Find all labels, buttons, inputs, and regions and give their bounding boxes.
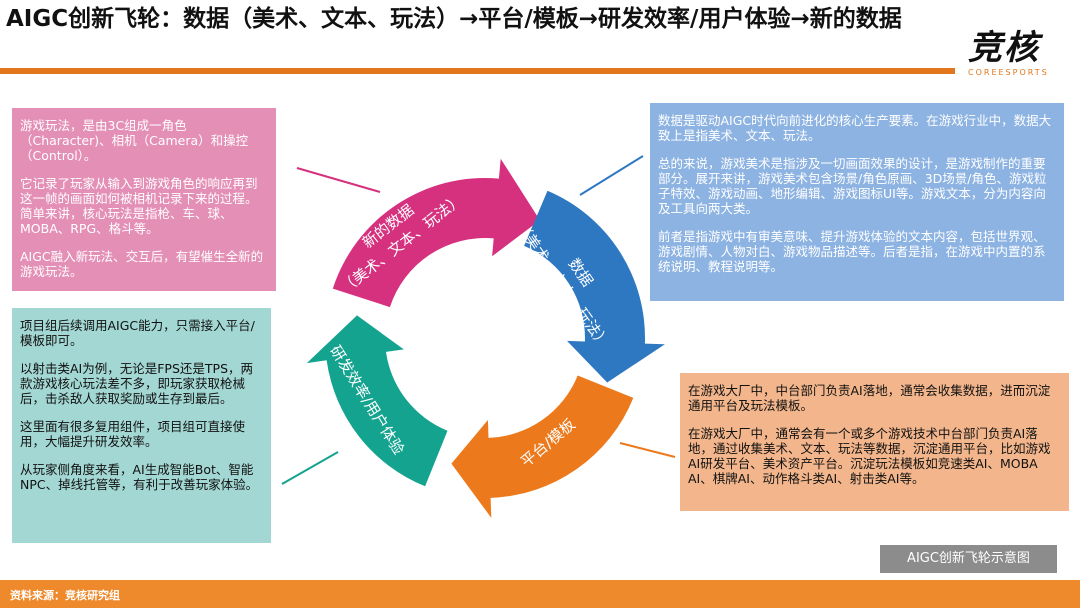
source-note: 资料来源：竞核研究组 (10, 589, 120, 602)
box-paragraph: AIGC融入新玩法、交互后，有望催生全新的游戏玩法。 (20, 249, 264, 279)
data-info-box: 数据是驱动AIGC时代向前进化的核心生产要素。在游戏行业中，数据大致上是指美术、… (650, 103, 1064, 301)
efficiency-cycle-arrow (306, 315, 448, 487)
platform-info-box: 在游戏大厂中，中台部门负责AI落地，通常会收集数据，进而沉淀通用平台及玩法模板。… (680, 373, 1069, 511)
logo-subtext: COREESPORTS (968, 68, 1049, 77)
box-paragraph: 这里面有很多复用组件，项目组可直接使用，大幅提升研发效率。 (20, 419, 246, 449)
pointer-arrow-pink (296, 167, 381, 193)
footer-bar: 资料来源：竞核研究组 (0, 580, 1080, 608)
title-underline (0, 68, 955, 74)
box-paragraph: 数据是驱动AIGC时代向前进化的核心生产要素。在游戏行业中，数据大致上是指美术、… (658, 113, 1052, 143)
pointer-arrow-blue (579, 155, 644, 196)
efficiency-info-box: 项目组后续调用AIGC能力，只需接入平台/模板即可。 以射击类AI为例，无论是F… (12, 308, 271, 543)
pointer-arrow-orange (619, 442, 676, 458)
box-paragraph: 在游戏大厂中，通常会有一个或多个游戏技术中台部门负责AI落地，通过收集美术、文本… (688, 426, 1051, 486)
box-paragraph: 游戏玩法，是由3C组成一角色（Character)、相机（Camera）和操控（… (20, 118, 249, 163)
new-data-cycle-arrow (332, 158, 540, 308)
box-paragraph: 总的来说，游戏美术是指涉及一切画面效果的设计，是游戏制作的重要部分。展开来讲，游… (658, 156, 1047, 216)
box-paragraph: 在游戏大厂中，中台部门负责AI落地，通常会收集数据，进而沉淀通用平台及玩法模板。 (688, 383, 1051, 413)
box-paragraph: 它记录了玩家从输入到游戏角色的响应再到这一帧的画面如何被相机记录下来的过程。简单… (20, 176, 258, 236)
gameplay-info-box: 游戏玩法，是由3C组成一角色（Character)、相机（Camera）和操控（… (12, 108, 276, 291)
page-title: AIGC创新飞轮：数据（美术、文本、玩法）→平台/模板→研发效率/用户体验→新的… (6, 6, 902, 32)
box-paragraph: 前者是指游戏中有审美意味、提升游戏体验的文本内容，包括世界观、游戏剧情、人物对白… (658, 229, 1046, 274)
diagram-caption: AIGC创新飞轮示意图 (880, 545, 1057, 573)
logo-mark: 竞核 (968, 28, 1040, 68)
platform-cycle-arrow (451, 375, 634, 518)
box-paragraph: 从玩家侧角度来看，AI生成智能Bot、智能NPC、掉线托管等，有利于改善玩家体验… (20, 462, 259, 492)
logo: 竞核 COREESPORTS (968, 28, 1074, 78)
pointer-arrow-teal (281, 451, 339, 485)
box-paragraph: 以射击类AI为例，无论是FPS还是TPS，两款游戏核心玩法差不多，即玩家获取枪械… (20, 361, 254, 406)
data-cycle-arrow (524, 190, 665, 383)
box-paragraph: 项目组后续调用AIGC能力，只需接入平台/模板即可。 (20, 318, 255, 348)
